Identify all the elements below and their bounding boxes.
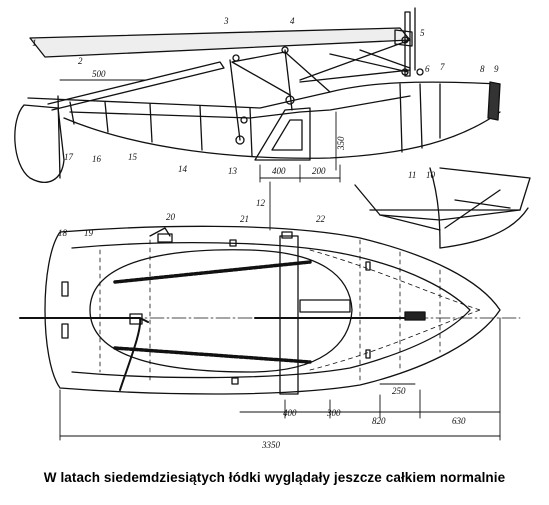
label-22: 22 xyxy=(316,214,326,224)
plan-dimensions xyxy=(59,317,501,441)
cockpit xyxy=(89,249,353,373)
dim-400-side: 400 xyxy=(272,166,286,176)
hull-bottom xyxy=(63,111,501,159)
rudder xyxy=(14,104,65,183)
label-6: 6 xyxy=(425,64,430,74)
label-12: 12 xyxy=(256,198,266,208)
label-17: 17 xyxy=(64,152,74,162)
label-18: 18 xyxy=(58,228,68,238)
dim-820: 820 xyxy=(372,416,386,426)
hiking-strap-lower xyxy=(113,346,312,364)
label-2: 2 xyxy=(78,56,83,66)
plan-view xyxy=(19,225,521,395)
hull-plan-outline xyxy=(44,225,501,395)
label-8: 8 xyxy=(480,64,485,74)
label-3: 3 xyxy=(223,16,229,26)
label-10: 10 xyxy=(426,170,436,180)
label-19: 19 xyxy=(84,228,94,238)
dim-350: 350 xyxy=(336,136,346,151)
label-13: 13 xyxy=(228,166,238,176)
dim-200: 200 xyxy=(312,166,326,176)
sheer-line xyxy=(27,81,501,109)
section-view xyxy=(354,167,531,249)
tiller xyxy=(47,61,225,111)
dim-300: 300 xyxy=(326,408,341,418)
dim-250: 250 xyxy=(392,386,406,396)
label-15: 15 xyxy=(128,152,138,162)
dim-630: 630 xyxy=(452,416,466,426)
side-elevation xyxy=(14,7,501,231)
label-9: 9 xyxy=(494,64,499,74)
label-7: 7 xyxy=(440,62,445,72)
centreboard-trunk xyxy=(254,107,311,161)
label-4: 4 xyxy=(290,16,295,26)
label-1: 1 xyxy=(32,38,37,48)
label-11: 11 xyxy=(408,170,416,180)
label-5: 5 xyxy=(420,28,425,38)
dim-400-plan: 400 xyxy=(283,408,297,418)
label-14: 14 xyxy=(178,164,188,174)
label-16: 16 xyxy=(92,154,102,164)
label-20: 20 xyxy=(166,212,176,222)
label-21: 21 xyxy=(240,214,249,224)
tiller-plan xyxy=(19,317,149,391)
boom xyxy=(29,27,411,58)
hiking-strap-upper xyxy=(113,260,312,284)
dim-500: 500 xyxy=(92,69,106,79)
dim-3350: 3350 xyxy=(261,440,281,450)
thwart xyxy=(279,235,299,395)
caption: W latach siedemdziesiątych łódki wygląda… xyxy=(43,470,506,485)
